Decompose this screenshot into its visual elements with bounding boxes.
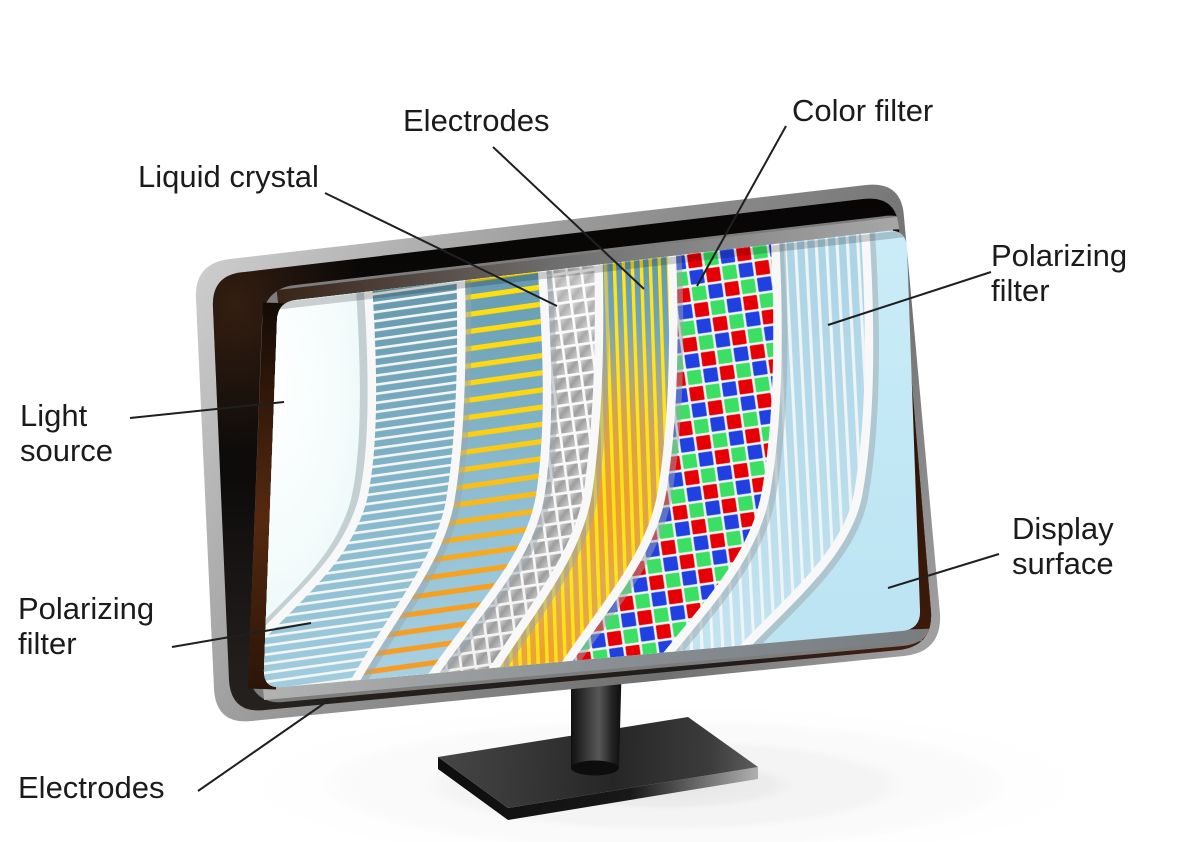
leader-line-polarizing-filter-right — [827, 271, 992, 326]
leader-line-light-source — [129, 401, 285, 419]
label-liquid-crystal: Liquid crystal — [138, 159, 319, 194]
label-polarizing-filter-right: Polarizing filter — [991, 238, 1128, 309]
screen-layers — [263, 230, 921, 688]
leader-line-liquid-crystal — [324, 192, 558, 307]
label-electrodes-bottom: Electrodes — [18, 770, 165, 805]
label-display-surface: Display surface — [1012, 511, 1114, 582]
label-color-filter: Color filter — [792, 93, 934, 128]
label-electrodes-top: Electrodes — [403, 103, 550, 138]
leader-line-electrodes-top — [492, 146, 645, 290]
leader-line-electrodes-bottom — [197, 699, 330, 792]
label-light-source: Light source — [20, 398, 114, 469]
leader-line-color-filter — [696, 125, 787, 287]
label-polarizing-filter-left: Polarizing filter — [18, 591, 155, 662]
leader-line-polarizing-filter-left — [171, 622, 312, 648]
leader-line-display-surface — [887, 553, 1000, 589]
